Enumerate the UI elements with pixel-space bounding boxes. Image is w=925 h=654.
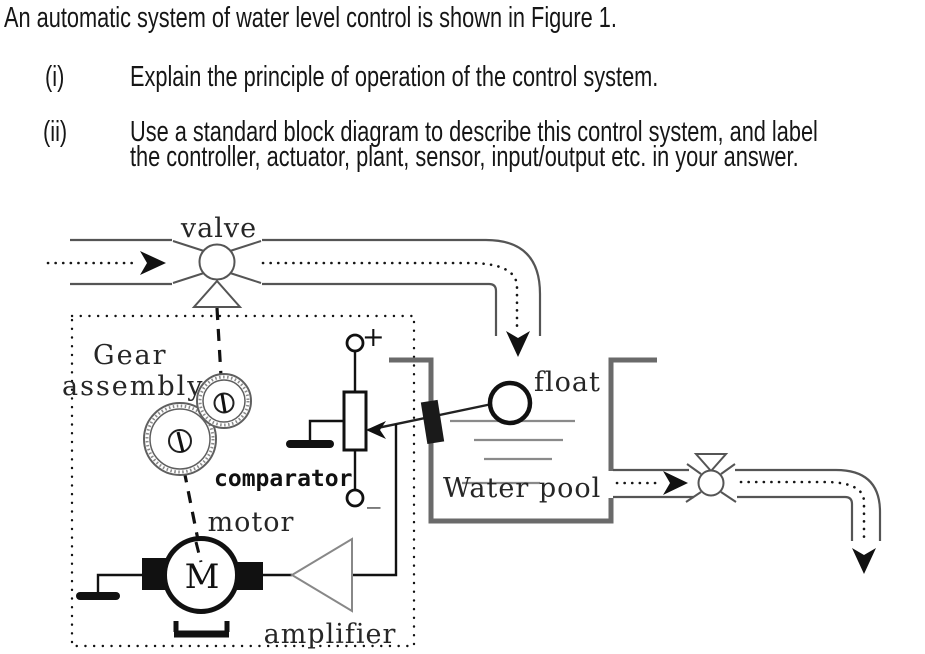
lever-pivot: [420, 399, 445, 444]
inlet-valve-label: valve: [180, 213, 257, 244]
amplifier-icon: [262, 537, 353, 613]
question-intro: An automatic system of water level contr…: [4, 2, 617, 34]
large-gear-ring: [149, 408, 211, 470]
comparator-potentiometer-icon: [286, 333, 368, 508]
ground-wire: [308, 419, 345, 440]
motor-body: [162, 536, 240, 614]
controller-dashed-box: [70, 314, 416, 648]
item-i-marker: (i): [45, 61, 65, 93]
valve-stem: [693, 453, 729, 473]
inlet-pipe: [70, 238, 542, 336]
inlet-valve-icon: [172, 240, 262, 308]
valve-stem: [191, 279, 243, 308]
wiper-arrow-icon: [366, 421, 386, 439]
outlet-valve-icon: [685, 453, 737, 503]
pot-body: [342, 390, 368, 452]
item-i-text: Explain the principle of operation of th…: [130, 61, 659, 93]
float-label: float: [534, 367, 601, 398]
valve-spokes: [172, 240, 262, 284]
gear-assembly-icon: [143, 373, 252, 476]
pipe-line: [735, 468, 882, 541]
flow-arrow-down-icon: [506, 331, 530, 357]
motor-wire: [96, 573, 142, 592]
valve-body: [697, 469, 725, 497]
motor-label: motor: [208, 507, 295, 538]
small-gear-ring: [202, 379, 246, 423]
item-ii-line2: the controller, actuator, plant, sensor,…: [130, 141, 799, 173]
plus-terminal: [345, 333, 365, 353]
minus-sign: _: [367, 478, 381, 509]
motor-mount: [173, 621, 230, 632]
item-ii-text: Use a standard block diagram to describe…: [130, 116, 818, 173]
pipe-line: [262, 282, 498, 336]
valve-body: [198, 243, 236, 281]
large-gear-shaft: [176, 431, 185, 453]
small-gear-shaft: [220, 393, 227, 413]
float-icon: [487, 380, 533, 426]
valve-spokes: [685, 463, 737, 503]
outlet-pipe: [613, 468, 882, 541]
error-signal-wire: [353, 424, 398, 577]
float-mechanism: [366, 380, 533, 444]
flow-dots: [739, 480, 866, 545]
inlet-flow: [46, 251, 530, 357]
flow-dots: [261, 261, 519, 329]
minus-terminal: [345, 488, 365, 508]
item-ii-marker: (ii): [43, 116, 68, 148]
gear-assembly-label-2: assembly: [62, 371, 205, 402]
gear-motor-link: [178, 449, 201, 546]
flow-arrow-right-icon: [663, 471, 688, 495]
small-gear-teeth: [198, 375, 250, 427]
flow-arrow-right-icon: [140, 251, 166, 275]
motor-symbol: M: [185, 557, 220, 597]
motor-brush-right: [237, 562, 263, 590]
amp-triangle: [290, 537, 353, 613]
flow-arrow-down-icon: [852, 548, 876, 574]
pipe-line: [262, 238, 542, 336]
large-gear-teeth: [145, 404, 215, 474]
amplifier-label: amplifier: [264, 619, 397, 650]
pool-walls: [389, 357, 657, 524]
motor-icon: [76, 536, 263, 638]
gear-assembly-label-1: Gear: [93, 340, 168, 371]
plus-sign: +: [362, 322, 385, 353]
comparator-label: comparator: [214, 466, 352, 492]
motor-shaft-dash: [194, 541, 203, 563]
pipe-line: [737, 495, 854, 541]
item-ii-line1: Use a standard block diagram to describe…: [130, 116, 818, 148]
water-pool-label: Water pool: [443, 473, 601, 504]
outlet-flow: [615, 471, 876, 574]
